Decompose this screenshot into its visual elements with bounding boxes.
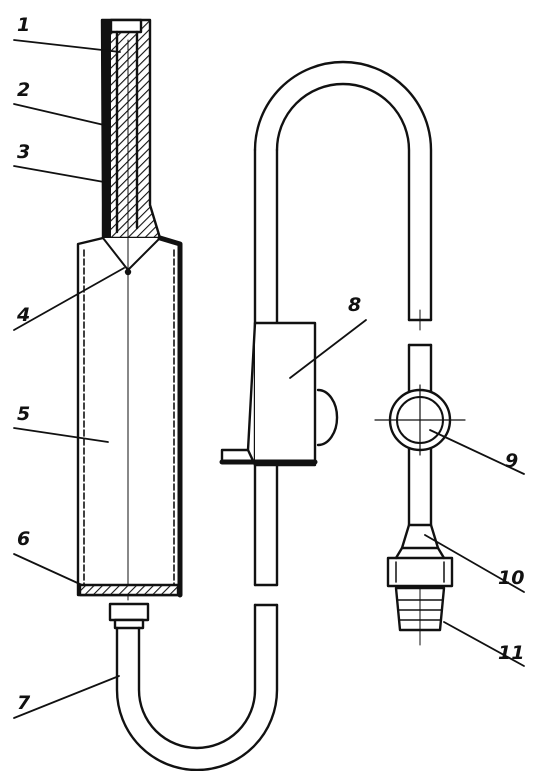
fluid-filter xyxy=(78,583,180,597)
chamber-outlet xyxy=(108,602,150,630)
callout-9: 9 xyxy=(505,450,519,472)
roller-clamp xyxy=(219,321,339,467)
callout-2: 2 xyxy=(17,79,31,101)
callout-5: 5 xyxy=(17,403,31,425)
callout-6: 6 xyxy=(17,528,31,550)
leader-lines xyxy=(13,39,525,719)
callout-11: 11 xyxy=(498,642,525,664)
callout-10: 10 xyxy=(498,567,525,589)
callout-1: 1 xyxy=(17,14,31,36)
callout-3: 3 xyxy=(17,141,31,163)
drip-chamber xyxy=(76,39,183,601)
callout-8: 8 xyxy=(348,294,362,316)
luer-connector xyxy=(386,523,454,588)
spike-piercing-device xyxy=(100,18,162,240)
callout-7: 7 xyxy=(17,692,31,714)
callout-4: 4 xyxy=(17,304,31,326)
injection-site xyxy=(374,384,466,456)
protective-cap xyxy=(394,586,446,646)
